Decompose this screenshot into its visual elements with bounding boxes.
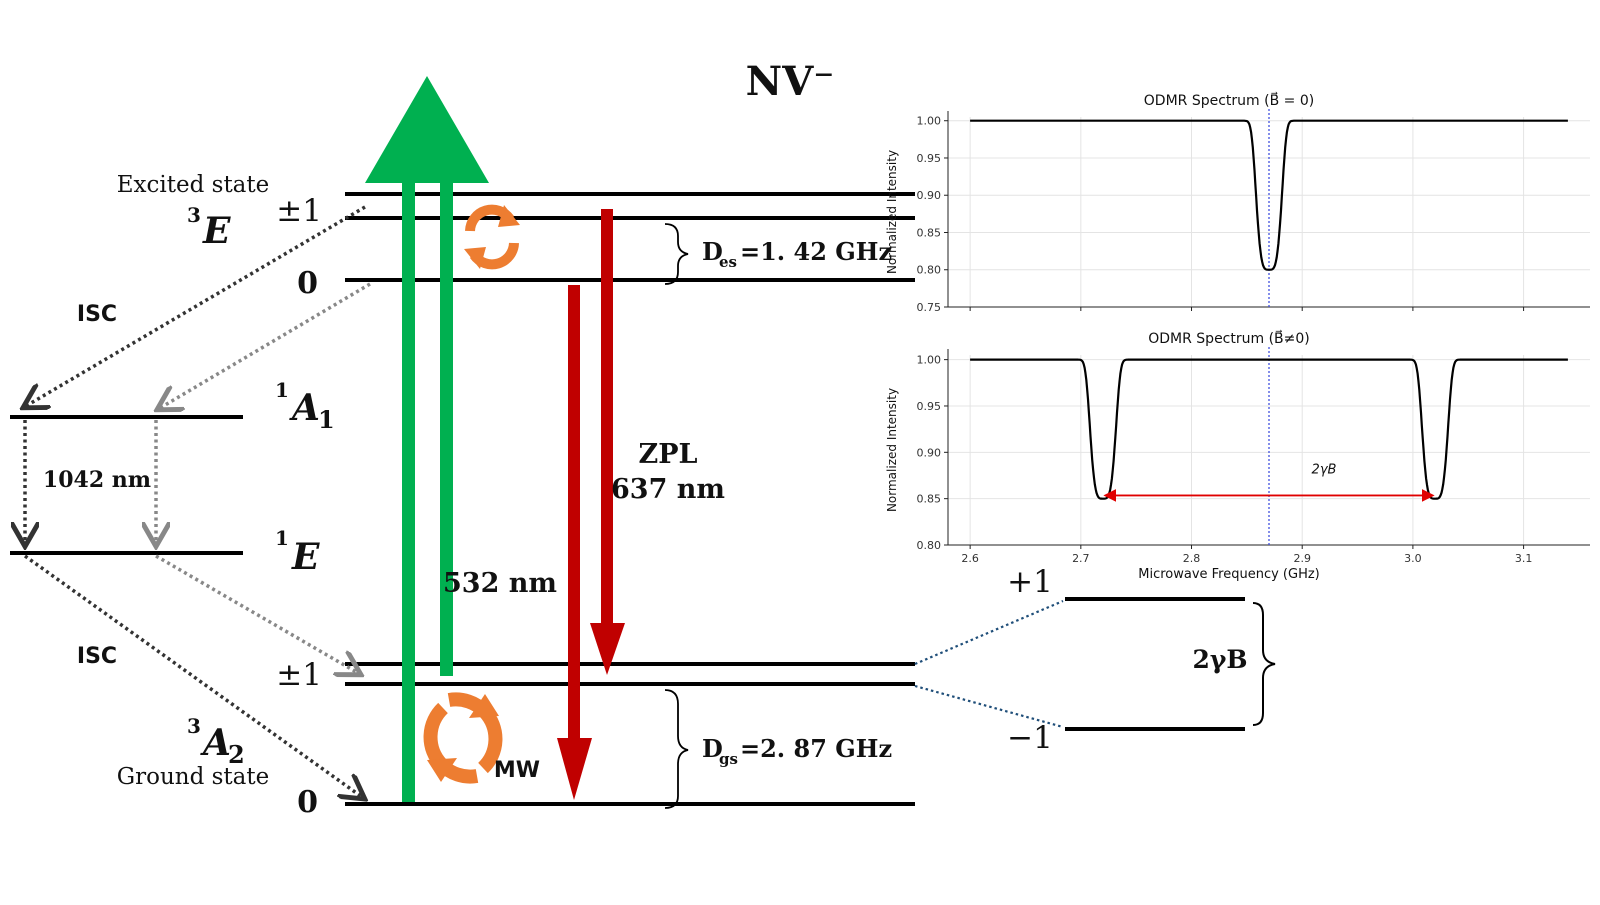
isc-lower-label: ISC: [77, 644, 117, 669]
emission-arrow-shaft-left: [568, 285, 580, 740]
y-tick-label: 0.85: [917, 493, 942, 506]
zeeman-splitting-label: 2γB: [1192, 645, 1247, 674]
isc-e-to-ground-pm1-arrow: [155, 554, 358, 673]
y-tick-label: 0.75: [917, 301, 942, 314]
ground-splitting-brace: [664, 689, 689, 809]
zeeman-connector-upper: [914, 599, 1064, 666]
y-axis-label: Normalized Intensity: [885, 388, 899, 512]
chart-title: ODMR Spectrum (B⃗≠0): [1148, 329, 1310, 347]
excitation-arrow-head: [365, 76, 489, 183]
splitting-annotation-label: 2γB: [1312, 462, 1337, 477]
isc-excited-pm1-to-a1-arrow: [26, 205, 366, 406]
y-tick-label: 0.85: [917, 226, 942, 239]
zpl-label: ZPL: [639, 439, 698, 470]
singlet-e-symbol: E: [291, 536, 320, 578]
x-tick-label: 2.9: [1293, 552, 1311, 565]
diagram-title: NV⁻: [746, 58, 835, 105]
excitation-wavelength-label: 532 nm: [443, 568, 557, 599]
excited-splitting-symbol: D: [702, 237, 723, 266]
ground-splitting-subscript: gs: [719, 750, 738, 768]
zeeman-connector-lower: [914, 684, 1064, 729]
singlet-a1-subscript: 1: [318, 405, 335, 434]
y-tick-label: 0.95: [917, 400, 942, 413]
y-tick-label: 1.00: [917, 354, 942, 367]
ground-term-superscript: 3: [187, 714, 201, 738]
isc-excited-0-to-a1-arrow: [160, 282, 371, 408]
ground-splitting-value: =2. 87 GHz: [740, 734, 892, 763]
singlet-a1-symbol: A: [289, 387, 320, 429]
zeeman-brace: [1252, 602, 1276, 726]
isc-e-to-ground-0-arrow: [23, 554, 362, 797]
excited-term-superscript: 3: [187, 203, 201, 227]
ground-state-caption: Ground state: [117, 764, 270, 790]
zeeman-plus1-label: +1: [1007, 564, 1053, 600]
excited-mw-rotation-icon: [464, 204, 520, 270]
emission-arrow-shaft-right: [601, 209, 613, 625]
excited-state-caption: Excited state: [117, 172, 270, 198]
x-tick-label: 2.8: [1183, 552, 1201, 565]
excited-term-symbol: E: [202, 210, 231, 252]
x-tick-label: 2.6: [961, 552, 979, 565]
excited-ms-pm1-label: ±1: [276, 193, 322, 229]
y-tick-label: 0.80: [917, 264, 942, 277]
excited-splitting-subscript: es: [719, 253, 737, 271]
singlet-e-superscript: 1: [275, 526, 289, 550]
excited-ms0-label: 0: [297, 266, 318, 301]
ground-term-symbol: A: [200, 722, 231, 764]
excitation-arrow-shaft-left: [402, 176, 415, 802]
emission-arrow-head-right: [590, 623, 625, 675]
odmr-spectrum-line: [970, 358, 1568, 500]
ground-mw-rotation-icon: [423, 692, 503, 784]
odmr-spectrum-line: [970, 119, 1568, 271]
x-tick-label: 2.7: [1072, 552, 1090, 565]
chart-title: ODMR Spectrum (B⃗ = 0): [1144, 91, 1314, 109]
y-tick-label: 0.90: [917, 446, 942, 459]
singlet-transition-label: 1042 nm: [43, 467, 151, 493]
odmr-chart-nonzero-field: 1.00 0.95 0.90 0.85 0.80 2.6 2.7 2.8 2.9 3.0 3.1 OD…: [885, 329, 1590, 582]
excitation-arrow-shaft-right: [440, 176, 453, 676]
mw-label: MW: [494, 758, 540, 783]
y-axis-label: Normalized Intensity: [885, 150, 899, 274]
x-tick-label: 3.1: [1515, 552, 1533, 565]
y-tick-label: 0.80: [917, 539, 942, 552]
x-tick-label: 3.0: [1404, 552, 1422, 565]
ground-term-subscript: 2: [228, 740, 245, 769]
odmr-chart-zero-field: 1.00 0.95 0.90 0.85 0.80 0.75 ODMR Spectrum (B…: [885, 91, 1590, 314]
excited-splitting-brace: [664, 223, 689, 285]
excited-splitting-value: =1. 42 GHz: [740, 237, 892, 266]
y-tick-label: 1.00: [917, 115, 942, 128]
y-tick-label: 0.90: [917, 189, 942, 202]
y-tick-label: 0.95: [917, 152, 942, 165]
emission-arrow-head-left: [557, 738, 592, 800]
x-axis-label: Microwave Frequency (GHz): [1138, 567, 1320, 582]
zeeman-minus1-label: −1: [1007, 720, 1053, 756]
ground-ms-pm1-label: ±1: [276, 657, 322, 693]
isc-upper-label: ISC: [77, 302, 117, 327]
ground-ms0-label: 0: [297, 785, 318, 820]
singlet-a1-superscript: 1: [275, 378, 289, 402]
ground-splitting-symbol: D: [702, 734, 723, 763]
zpl-wavelength-label: 637 nm: [611, 474, 725, 505]
